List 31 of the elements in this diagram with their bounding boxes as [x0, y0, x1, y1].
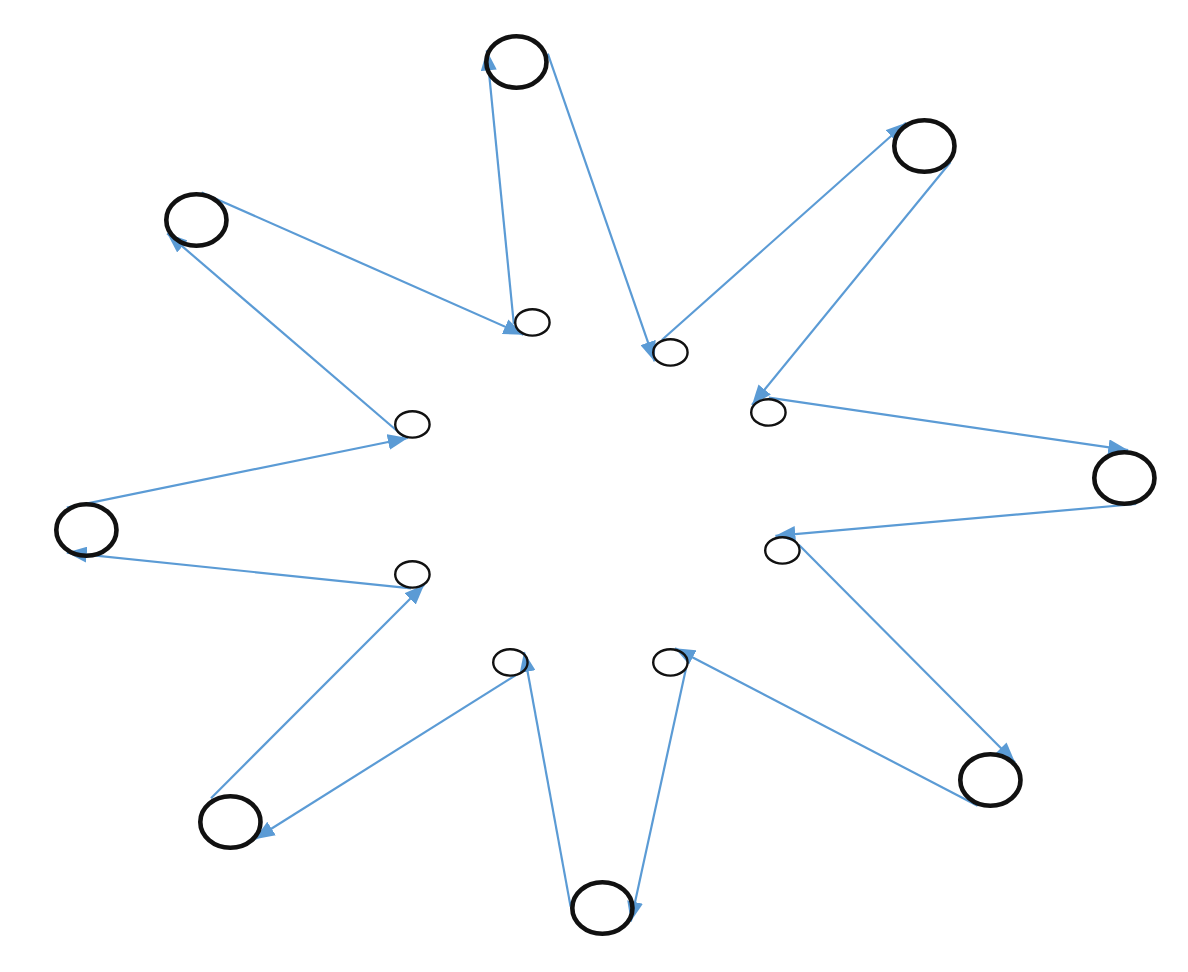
circle: [53, 502, 119, 558]
circle: [957, 752, 1023, 808]
arrow: [661, 121, 907, 341]
circle: [491, 647, 529, 676]
arrow: [66, 434, 408, 509]
arrow: [254, 674, 517, 841]
circle: [393, 559, 431, 589]
arrow: [798, 544, 1016, 763]
arrow: [66, 546, 412, 590]
circle: [513, 307, 551, 337]
arrow: [674, 647, 979, 807]
circle: [651, 647, 688, 677]
circle: [891, 118, 957, 174]
circle: [393, 409, 431, 439]
circle: [651, 338, 688, 368]
arrow: [751, 161, 952, 406]
circle: [749, 397, 787, 427]
arrow: [627, 668, 688, 922]
arrow: [519, 651, 572, 907]
circle: [197, 793, 263, 849]
circle: [570, 879, 636, 935]
circle: [484, 33, 549, 90]
arrow: [480, 50, 515, 324]
arrow: [546, 53, 656, 362]
arrow: [201, 191, 524, 336]
circle: [163, 192, 228, 248]
arrow: [768, 396, 1129, 456]
circle: [763, 535, 800, 564]
arrow: [775, 502, 1137, 542]
arrow: [210, 584, 425, 799]
circle: [1091, 450, 1157, 506]
